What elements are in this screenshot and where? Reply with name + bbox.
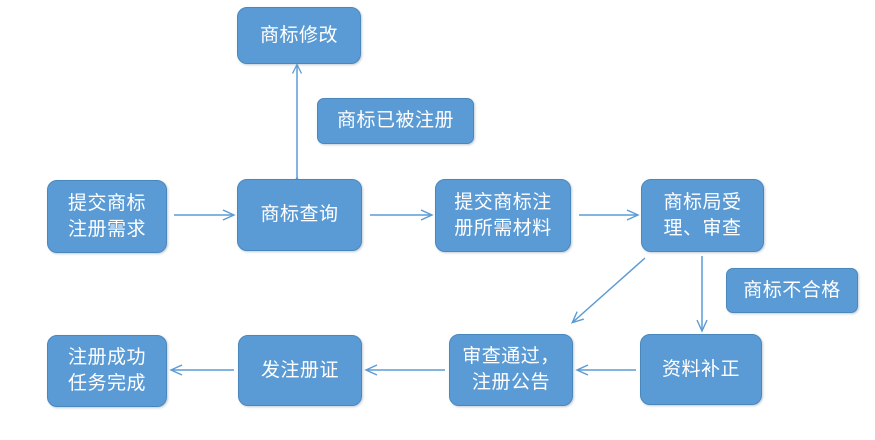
node-label: 资料补正 <box>661 358 740 380</box>
node-label: 商标不合格 <box>743 279 841 301</box>
node-label: 发注册证 <box>260 359 339 381</box>
node-label: 审查通过， 注册公告 <box>462 346 560 393</box>
node-submit-registration-request[interactable]: 提交商标 注册需求 <box>47 180 167 253</box>
node-label: 商标已被注册 <box>336 110 454 132</box>
node-label: 提交商标注 册所需材料 <box>454 191 552 239</box>
node-label: 商标查询 <box>260 204 339 226</box>
node-label: 商标局受 理、审查 <box>663 191 742 239</box>
connector-review-passed <box>570 257 646 324</box>
node-trademark-unqualified[interactable]: 商标不合格 <box>726 268 858 313</box>
node-trademark-already-registered[interactable]: 商标已被注册 <box>317 98 474 144</box>
node-trademark-office-review[interactable]: 商标局受 理、审查 <box>641 179 764 252</box>
node-trademark-modify[interactable]: 商标修改 <box>237 7 361 64</box>
node-label: 注册成功 任务完成 <box>67 347 146 394</box>
node-registration-success[interactable]: 注册成功 任务完成 <box>47 335 167 407</box>
node-submit-required-materials[interactable]: 提交商标注 册所需材料 <box>435 179 571 252</box>
node-trademark-search[interactable]: 商标查询 <box>237 179 362 251</box>
node-issue-certificate[interactable]: 发注册证 <box>238 335 362 406</box>
node-material-correction[interactable]: 资料补正 <box>640 334 762 405</box>
node-review-passed-announcement[interactable]: 审查通过， 注册公告 <box>449 334 573 406</box>
node-label: 商标修改 <box>259 24 338 46</box>
node-label: 提交商标 注册需求 <box>67 192 146 240</box>
